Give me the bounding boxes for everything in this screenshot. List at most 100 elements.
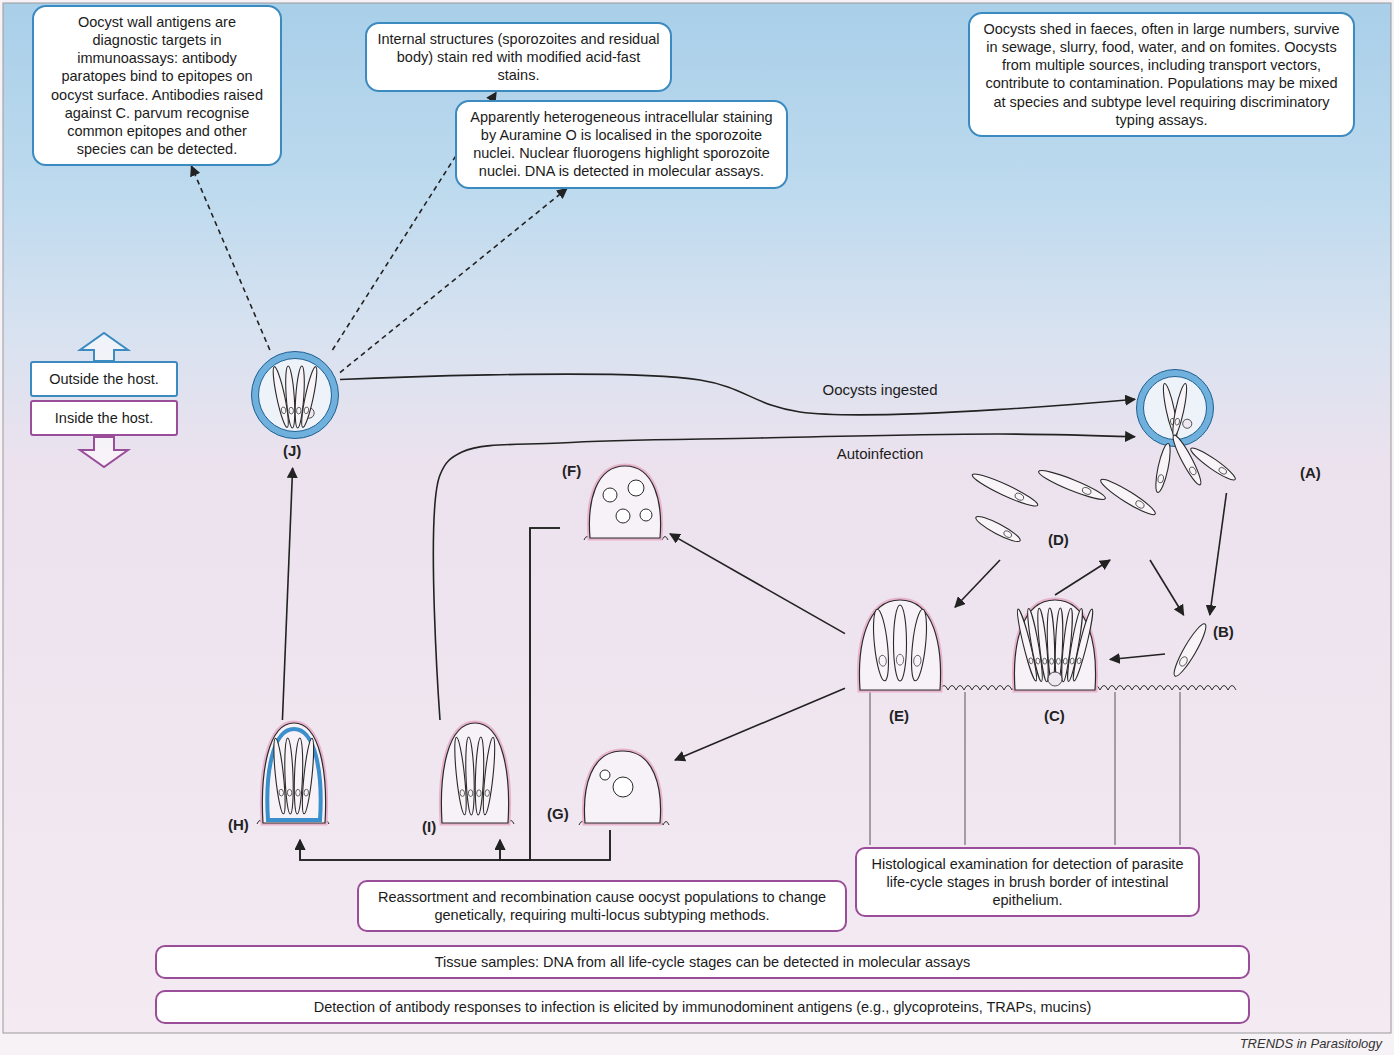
nucleus: [628, 480, 644, 496]
oocyst-inner-line: [259, 359, 332, 432]
sporozoite-nucleus: [1063, 658, 1068, 664]
sporozoite-nucleus: [296, 789, 301, 796]
zygote: [262, 723, 325, 823]
box-text: Histological examination for detection o…: [867, 855, 1188, 909]
sporozoite-nucleus: [287, 789, 292, 796]
life-cycle-arrow: [1110, 654, 1165, 660]
stage-letter: (B): [1213, 623, 1234, 641]
sporozoite-nucleus: [304, 407, 310, 415]
life-cycle-arrow: [1055, 560, 1110, 595]
life-cycle-stage: (A): [1135, 368, 1335, 493]
sporozoite-nucleus: [1174, 418, 1180, 426]
nucleus: [600, 770, 610, 780]
box-text: Reassortment and recombination cause ooc…: [369, 888, 835, 924]
sporozoite: [1170, 621, 1210, 679]
life-cycle-arrow: [955, 560, 1000, 607]
sporozoite-nucleus: [1056, 658, 1060, 664]
life-cycle-stage: (H): [225, 720, 335, 840]
sporozoite-nucleus: [485, 789, 490, 796]
info-box: Oocyst wall antigens are diagnostic targ…: [32, 5, 282, 166]
box-text: Outside the host.: [38, 370, 170, 388]
sporozoite-nucleus: [1014, 492, 1025, 501]
sporozoite-nucleus: [289, 407, 294, 414]
stage-drawing: [1014, 600, 1095, 690]
info-box: Apparently heterogeneous intracellular s…: [455, 100, 788, 189]
epithelial-cell-wall: [965, 692, 966, 845]
cell-halo: [589, 466, 660, 538]
sporozoite-group: [909, 609, 929, 682]
stage-letter: (E): [889, 707, 909, 725]
sporozoite-nucleus: [1134, 499, 1145, 509]
sporozoite-nucleus: [1070, 658, 1075, 664]
life-cycle-arrow: [433, 434, 1135, 720]
residual-body: [1048, 672, 1062, 686]
sporozoite: [871, 609, 891, 682]
sporozoite: [894, 605, 907, 681]
info-box: Reassortment and recombination cause ooc…: [357, 880, 847, 932]
oocyst-inner-line: [1144, 377, 1207, 440]
sporozoite-nucleus: [913, 655, 921, 667]
oocyst-wall: [1140, 373, 1210, 443]
sporozoite-group: [1046, 608, 1056, 682]
stage-letter: (C): [1044, 707, 1065, 725]
sporozoite: [284, 738, 295, 814]
sporozoite-group: [1170, 621, 1210, 679]
life-cycle-arrow: [670, 534, 845, 634]
type-i-meront: [859, 600, 940, 690]
sporozoite-group: [1170, 383, 1189, 438]
info-box: Oocysts shed in faeces, often in large n…: [968, 12, 1355, 137]
box-text: Apparently heterogeneous intracellular s…: [467, 108, 776, 181]
sporozoite-nucleus: [1081, 486, 1092, 495]
sporozoite-group: [284, 366, 296, 428]
epithelial-cell-wall: [870, 692, 871, 845]
nucleus: [640, 509, 652, 521]
sporozoite-group: [974, 513, 1023, 545]
inside-arrow: [80, 437, 128, 467]
sporozoite-group: [1071, 608, 1096, 681]
sporozoite-group: [1037, 466, 1108, 503]
nucleus: [613, 777, 633, 797]
sporozoite: [974, 513, 1023, 545]
stage-drawing: [1170, 621, 1210, 679]
stage-drawing: [1137, 370, 1238, 494]
life-cycle-arrow: [282, 468, 292, 720]
info-box: Detection of antibody responses to infec…: [155, 990, 1250, 1024]
sporozoite-group: [300, 738, 316, 814]
oocyst-wall: [255, 355, 335, 435]
thin-walled-oocyst: [441, 723, 508, 823]
sporozoite: [970, 470, 1040, 510]
stage-letter: (G): [547, 805, 569, 823]
sporozoite: [1188, 444, 1238, 483]
cell-halo: [859, 600, 940, 690]
sporozoite-nucleus: [1042, 658, 1047, 664]
sporozoite-group: [481, 737, 497, 815]
life-cycle-arrow: [1150, 560, 1184, 615]
sporozoite-nucleus: [1157, 474, 1164, 483]
sporozoite: [1037, 466, 1108, 503]
sporozoite-nucleus: [1050, 658, 1054, 664]
stage-letter: (A): [1300, 464, 1321, 482]
stage-letter: (I): [422, 818, 436, 836]
sporozoite-nucleus: [1028, 657, 1033, 664]
sporozoite-group: [871, 609, 891, 682]
connectors: [191, 92, 1226, 860]
oocyst-outer-line: [252, 352, 339, 439]
sporozoite-group: [299, 366, 320, 428]
nucleus: [603, 488, 617, 502]
sporozoite-nucleus: [304, 789, 309, 796]
cell-halo: [441, 723, 508, 823]
sporozoite-nucleus: [1178, 655, 1189, 667]
cell-halo: [584, 751, 660, 823]
box-text: Inside the host.: [38, 409, 170, 427]
sporozoite-nucleus: [468, 790, 473, 797]
edge-label: Autoinfection: [837, 445, 924, 463]
sporozoite: [1170, 383, 1189, 438]
host-zone-box: Inside the host.: [30, 400, 178, 436]
life-cycle-stage: (G): [545, 745, 675, 830]
sporozoite: [1071, 608, 1096, 681]
sporozoite-nucleus: [296, 407, 301, 414]
sporozoite-nucleus: [460, 789, 465, 796]
sporozoite: [299, 366, 320, 428]
